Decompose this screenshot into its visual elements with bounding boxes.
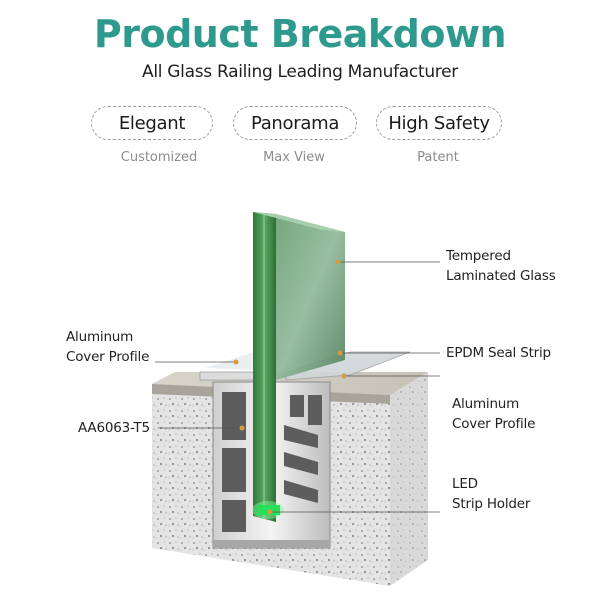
callout-cover-profile-right: Aluminum Cover Profile — [452, 396, 536, 432]
page-title: Product Breakdown — [93, 12, 507, 56]
callout-dots — [233, 259, 347, 515]
callout-cover-profile-left: Aluminum Cover Profile — [66, 329, 150, 365]
feature-pill-panorama: Panorama — [233, 106, 357, 140]
callout-led-holder: LED Strip Holder — [452, 476, 531, 512]
feature-pill-elegant: Elegant — [91, 106, 213, 140]
callout-epdm-seal: EPDM Seal Strip — [446, 345, 551, 361]
callout-glass: Tempered Laminated Glass — [446, 248, 556, 284]
feature-sub-customized: Customized — [120, 150, 198, 165]
feature-sub-max-view: Max View — [263, 150, 325, 165]
tempered-laminated-glass — [253, 212, 345, 522]
feature-sub-patent: Patent — [417, 150, 459, 165]
callout-leader-lines — [155, 261, 440, 513]
led-strip — [252, 501, 284, 519]
page-subtitle: All Glass Railing Leading Manufacturer — [142, 62, 458, 82]
feature-pill-high-safety: High Safety — [376, 106, 502, 140]
callout-alloy: AA6063-T5 — [78, 420, 150, 436]
